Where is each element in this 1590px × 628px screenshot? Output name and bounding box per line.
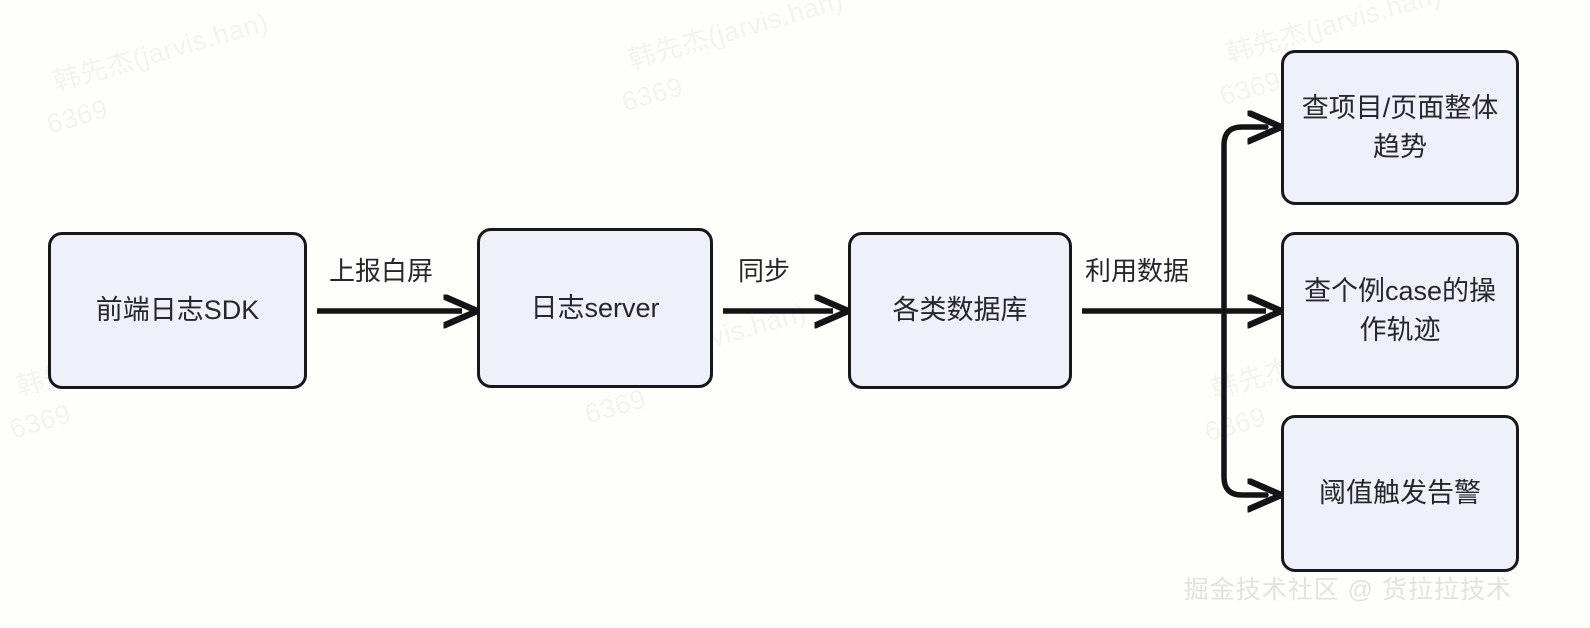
watermark-name: 韩先杰(jarvis.han) [625,0,847,76]
node-project-page-trend[interactable]: 查项目/页面整体趋势 [1281,50,1519,205]
edge-label-use-data: 利用数据 [1085,256,1190,286]
edge-label-sync: 同步 [738,256,791,286]
watermark-number: 6369 [43,93,112,140]
watermark-name: 韩先杰(jarvis.han) [50,7,272,98]
node-threshold-alert[interactable]: 阈值触发告警 [1281,415,1519,572]
edge-db-to-trend [1221,127,1266,314]
watermark-number: 6369 [618,71,687,118]
edge-label-report-white-screen: 上报白屏 [329,256,434,286]
watermark-tile: 韩先杰(jarvis.han)6369 [0,0,306,228]
node-frontend-log-sdk[interactable]: 前端日志SDK [48,232,307,389]
node-log-server[interactable]: 日志server [477,228,713,388]
credit-watermark: 掘金技术社区 @ 货拉拉技术 [1183,576,1512,604]
node-label: 日志server [530,292,660,323]
node-databases[interactable]: 各类数据库 [848,232,1072,389]
node-label: 查个例case的操作轨迹 [1303,276,1497,345]
node-label: 前端日志SDK [95,295,260,326]
watermark-tile: 韩先杰(jarvis.han)6369 [567,0,881,206]
node-label: 阈值触发告警 [1319,478,1481,509]
node-label: 各类数据库 [892,295,1028,326]
edge-db-to-alert [1221,308,1266,495]
node-label: 查项目/页面整体趋势 [1301,93,1499,162]
node-case-trace[interactable]: 查个例case的操作轨迹 [1281,232,1519,389]
